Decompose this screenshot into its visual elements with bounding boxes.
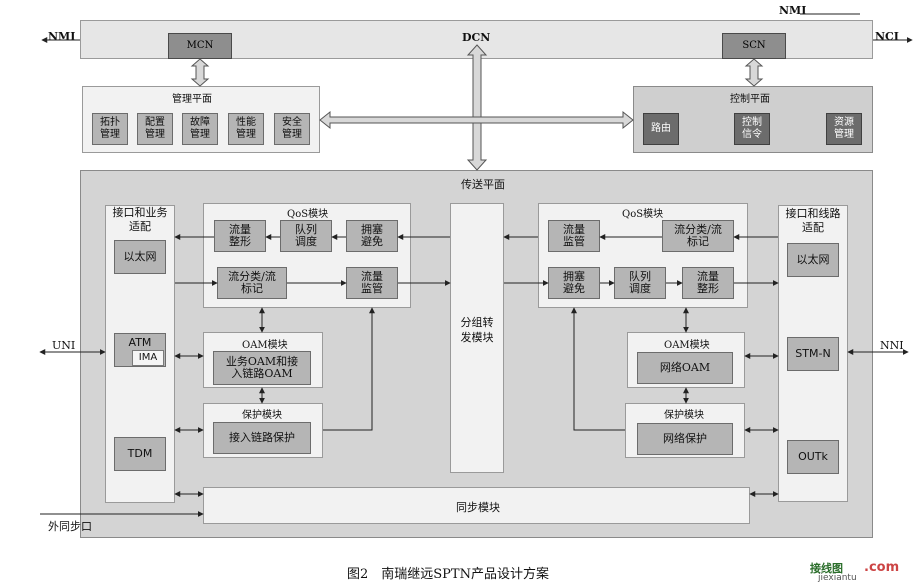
mgmt-item-security: 安全管理: [274, 113, 310, 145]
ctrl-item-routing: 路由: [643, 113, 679, 145]
right-adaptation-title: 接口和线路适配: [785, 207, 841, 234]
packet-switch-panel: [450, 203, 504, 473]
packet-switch-label: 分组转发模块: [460, 316, 494, 344]
left-protection-title: 保护模块: [242, 410, 282, 421]
sync-module: [203, 487, 750, 524]
left-oam-title: OAM模块: [242, 340, 288, 351]
control-plane-title: 控制平面: [730, 94, 770, 105]
figure-caption: 图2 南瑞继远SPTN产品设计方案: [347, 567, 549, 582]
ctrl-item-signaling: 控制信令: [734, 113, 770, 145]
right-protection-inner: 网络保护: [637, 423, 733, 455]
left-protection-inner: 接入链路保护: [213, 422, 311, 454]
right-oam-title: OAM模块: [664, 340, 710, 351]
left-adaptation-title: 接口和业务适配: [112, 206, 168, 233]
left-ethernet-box: 以太网: [114, 240, 166, 274]
ext-sync-label: 外同步口: [48, 520, 92, 533]
left-qos-monitor: 流量监管: [346, 267, 398, 299]
dcn-label: DCN: [462, 31, 491, 44]
mgmt-item-config: 配置管理: [137, 113, 173, 145]
watermark-com: .com: [864, 560, 900, 575]
mgmt-item-topology: 拓扑管理: [92, 113, 128, 145]
watermark-site: jiexiantu: [818, 573, 857, 583]
left-oam-inner: 业务OAM和接入链路OAM: [213, 351, 311, 385]
right-qos-title: QoS模块: [622, 209, 664, 220]
mgmt-item-performance: 性能管理: [228, 113, 264, 145]
right-stmn-box: STM-N: [787, 337, 839, 371]
left-qos-classify: 流分类/流标记: [217, 267, 287, 299]
ctrl-item-resource: 资源管理: [826, 113, 862, 145]
left-qos-title: QoS模块: [287, 209, 329, 220]
nni-label: NNI: [880, 339, 904, 352]
right-oam-inner: 网络OAM: [637, 352, 733, 384]
right-otuk-box: OUTk: [787, 440, 839, 474]
right-qos-classify: 流分类/流标记: [662, 220, 734, 252]
watermark: 接线图 .com jiexiantu: [810, 560, 920, 586]
left-qos-queue: 队列调度: [280, 220, 332, 252]
uni-label: UNI: [52, 339, 76, 352]
left-qos-congestion: 拥塞避免: [346, 220, 398, 252]
right-qos-congestion: 拥塞避免: [548, 267, 600, 299]
left-qos-shaping: 流量整形: [214, 220, 266, 252]
mgmt-item-fault: 故障管理: [182, 113, 218, 145]
right-qos-shaping: 流量整形: [682, 267, 734, 299]
left-tdm-box: TDM: [114, 437, 166, 471]
watermark-logo: 接线图: [810, 562, 843, 575]
management-plane-title: 管理平面: [172, 94, 212, 105]
right-qos-queue: 队列调度: [614, 267, 666, 299]
scn-box: SCN: [722, 33, 786, 59]
sync-module-label: 同步模块: [456, 501, 500, 514]
right-qos-monitor: 流量监管: [548, 220, 600, 252]
transport-plane-title: 传送平面: [461, 178, 505, 191]
nmi-top-label: NMI: [779, 4, 807, 17]
right-ethernet-box: 以太网: [787, 243, 839, 277]
right-protection-title: 保护模块: [664, 410, 704, 421]
left-ima-box: IMA: [132, 350, 164, 366]
